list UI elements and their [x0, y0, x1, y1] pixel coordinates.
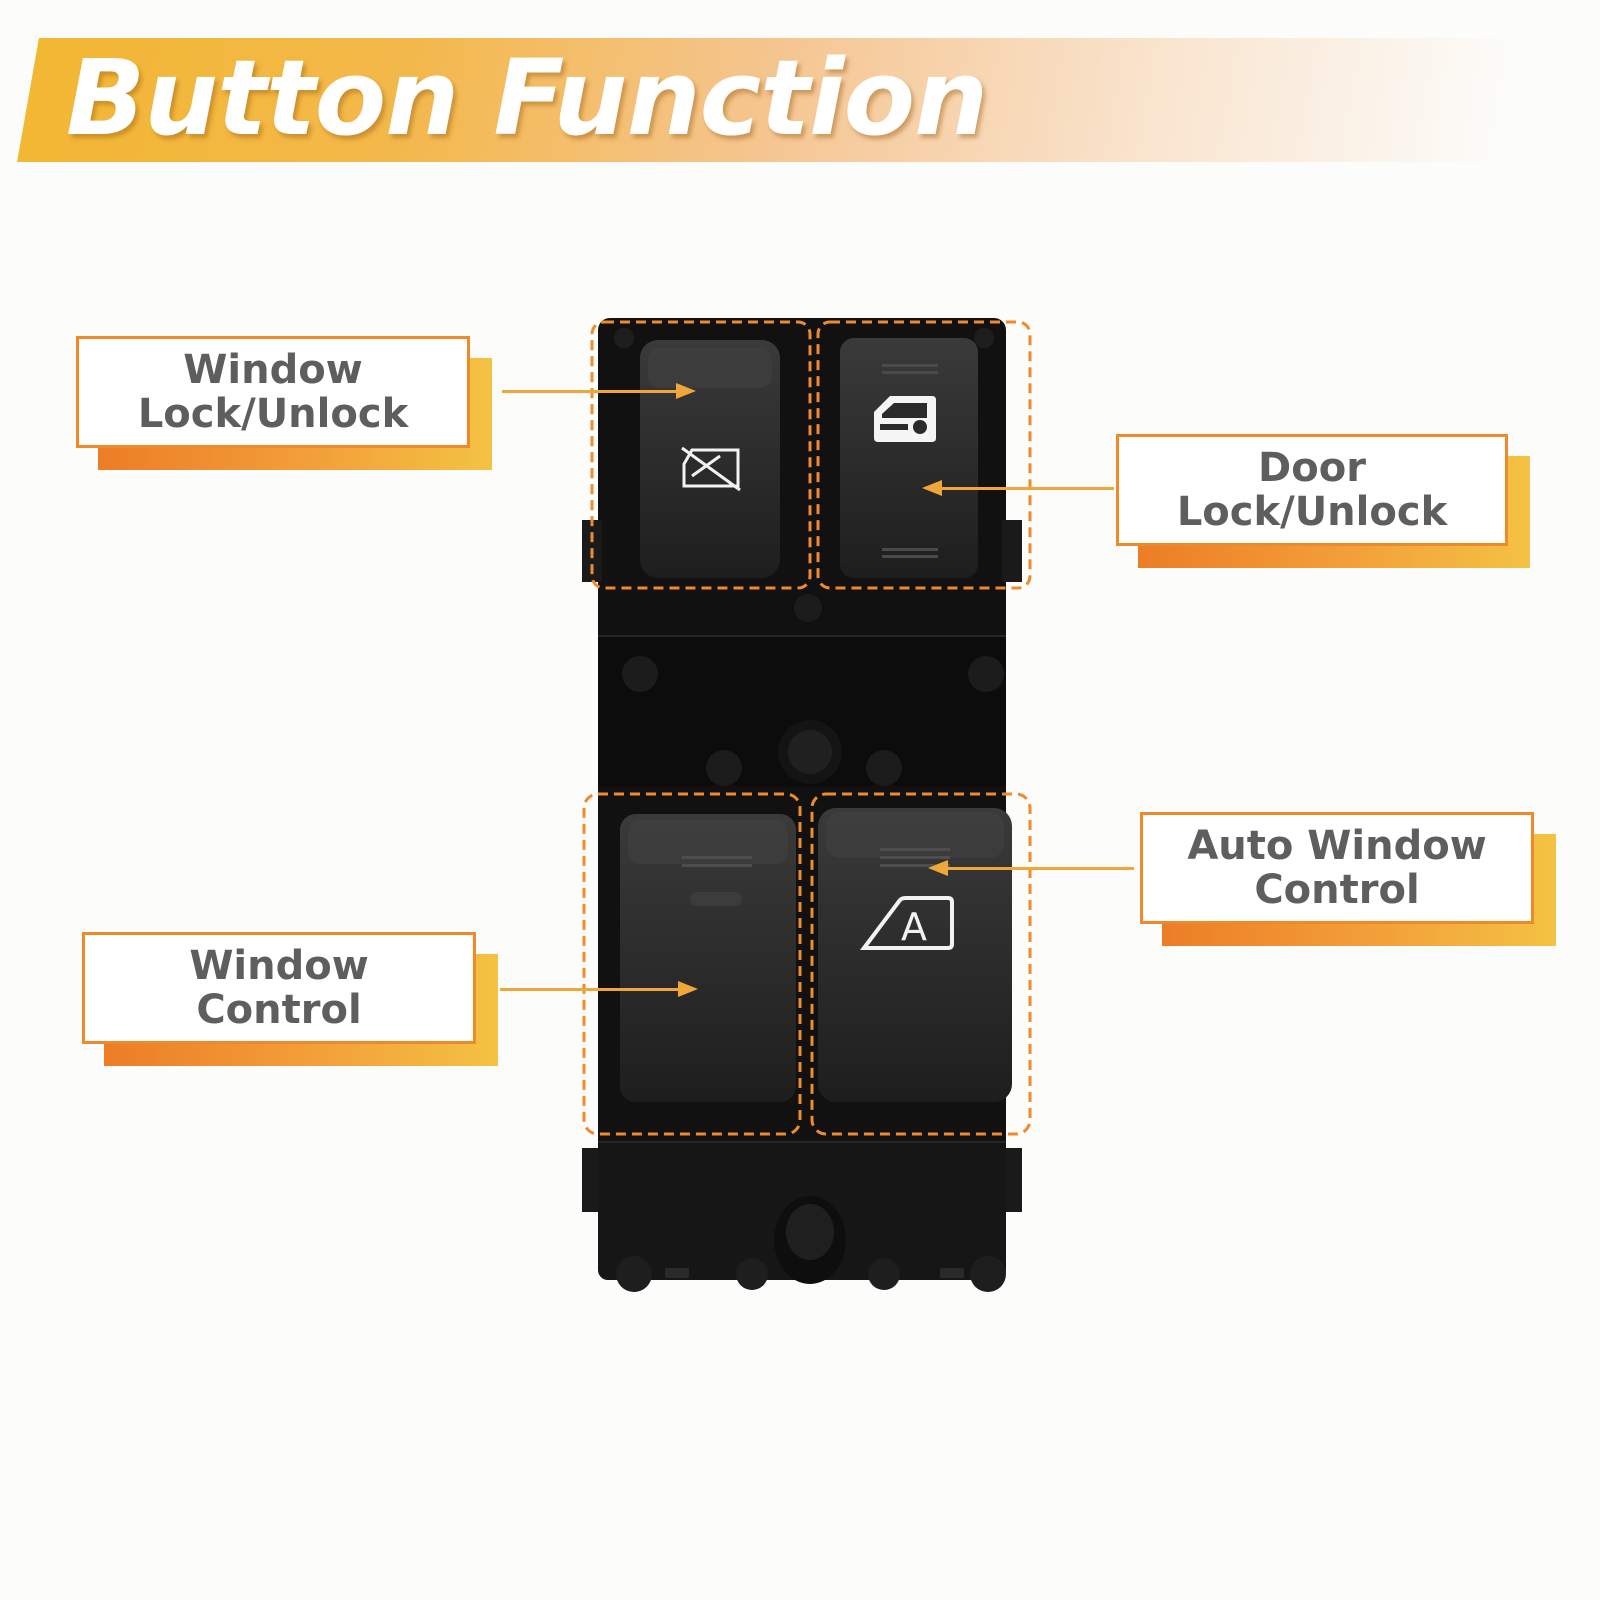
arrow-auto-window	[928, 860, 1134, 876]
highlight-regions	[582, 320, 1032, 1136]
window-control-button	[620, 814, 796, 1102]
door-lock-icon	[874, 396, 936, 442]
callout-window-control-label: Window Control	[189, 943, 369, 1033]
arrow-window-lock	[502, 383, 696, 399]
highlight-auto-window	[810, 792, 1032, 1136]
door-lock-button	[840, 338, 978, 578]
auto-window-button: A	[818, 808, 1012, 1102]
callout-door-lock: Door Lock/Unlock	[1116, 434, 1530, 568]
auto-window-icon: A	[860, 896, 954, 950]
callout-window-lock-label: Window Lock/Unlock	[137, 347, 409, 437]
arrow-door-lock	[922, 480, 1114, 496]
arrow-window-control	[500, 981, 698, 997]
highlight-window-lock	[590, 320, 812, 590]
callout-auto-window: Auto Window Control	[1140, 812, 1556, 946]
window-lock-icon	[681, 446, 741, 492]
callout-auto-window-label: Auto Window Control	[1187, 823, 1487, 913]
highlight-door-lock	[816, 320, 1032, 590]
window-lock-button	[640, 340, 780, 578]
callout-window-lock: Window Lock/Unlock	[76, 336, 492, 470]
callout-door-lock-label: Door Lock/Unlock	[1176, 445, 1448, 535]
auto-window-letter: A	[901, 905, 927, 949]
callout-window-control: Window Control	[82, 932, 498, 1066]
page-title: Button Function	[66, 37, 988, 159]
